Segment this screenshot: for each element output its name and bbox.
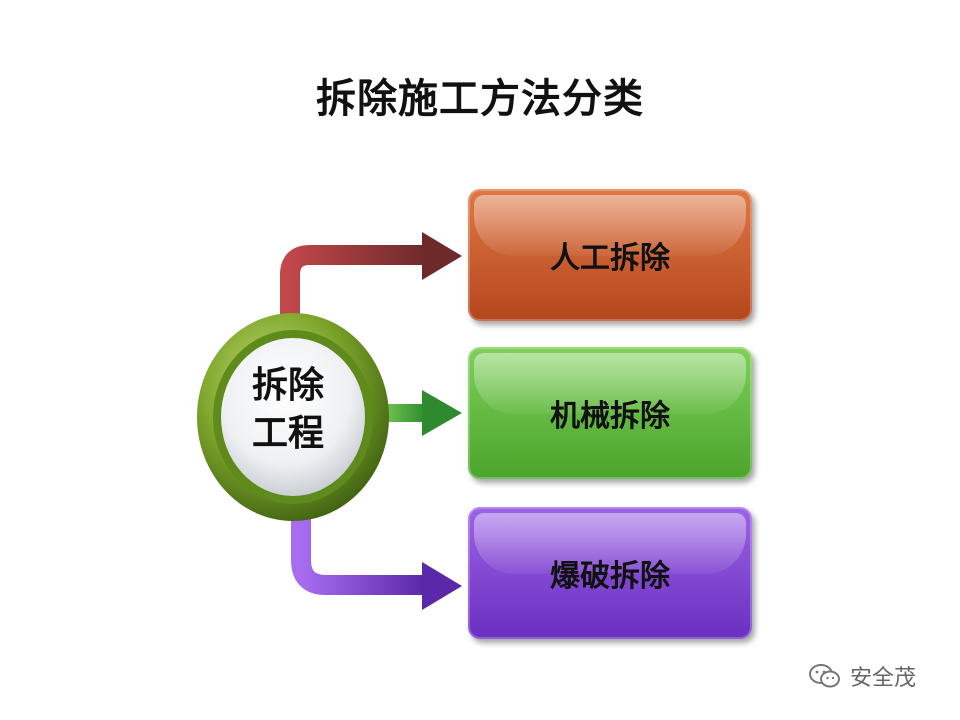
method-label-manual: 人工拆除	[550, 241, 670, 276]
arrow-to-manual	[280, 232, 462, 330]
center-label: 拆除 工程	[228, 362, 348, 458]
watermark-text: 安全茂	[850, 666, 917, 691]
method-box-manual: 人工拆除	[468, 189, 752, 321]
arrow-to-machine	[380, 390, 462, 436]
method-label-blast: 爆破拆除	[550, 559, 670, 594]
method-box-machine: 机械拆除	[468, 347, 752, 479]
center-node	[197, 313, 389, 521]
wechat-icon	[809, 664, 840, 688]
arrow-to-blast	[291, 500, 462, 610]
method-box-blast: 爆破拆除	[468, 507, 752, 639]
watermark: 安全茂	[808, 661, 916, 691]
diagram-title: 拆除施工方法分类	[316, 76, 644, 122]
center-label-line1: 拆除	[251, 365, 324, 406]
method-label-machine: 机械拆除	[550, 399, 670, 434]
center-label-line2: 工程	[251, 413, 324, 454]
